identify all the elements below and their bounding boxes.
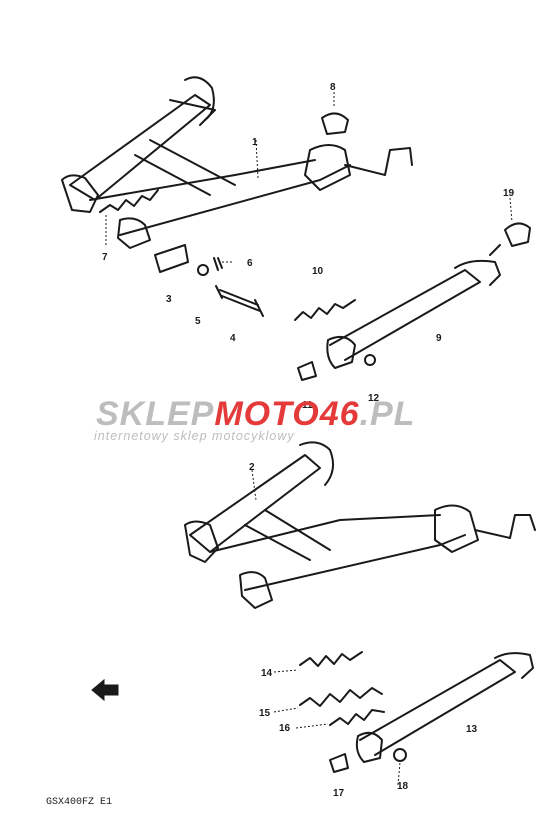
side-stand-lower: [329, 652, 534, 773]
callout-19: 19: [503, 188, 515, 199]
callout-6: 6: [247, 258, 253, 269]
callout-12: 12: [368, 393, 380, 404]
callout-4: 4: [230, 333, 236, 344]
callout-18: 18: [397, 781, 409, 792]
spring-15: [299, 687, 383, 707]
watermark-brand-suffix: .PL: [360, 395, 416, 433]
spring-14: [299, 651, 363, 667]
stopper-19: [504, 222, 531, 247]
callout-5: 5: [195, 316, 201, 327]
stand-stopper-8: [321, 112, 349, 135]
spring-10: [294, 299, 356, 321]
front-arrow-icon: [91, 678, 119, 702]
model-code: GSX400FZ E1: [46, 797, 112, 808]
callout-16: 16: [279, 723, 291, 734]
callout-17: 17: [333, 788, 345, 799]
spring-7: [99, 189, 159, 213]
callout-9: 9: [436, 333, 442, 344]
spring-16: [329, 709, 385, 726]
callout-14: 14: [261, 668, 273, 679]
callout-2: 2: [249, 462, 255, 473]
callout-7: 7: [102, 252, 108, 263]
side-stand-upper: [297, 244, 501, 381]
leader-lines: [105, 92, 513, 786]
callout-3: 3: [166, 294, 172, 305]
watermark-brand-moto: MOTO: [214, 395, 319, 433]
center-stand-upper: [61, 76, 413, 273]
pin-6: [213, 257, 223, 271]
callout-8: 8: [330, 82, 336, 93]
watermark: SKLEPMOTO46.PL internetowy sklep motocyk…: [94, 395, 415, 443]
callout-15: 15: [259, 708, 271, 719]
callout-10: 10: [312, 266, 324, 277]
watermark-brand: SKLEPMOTO46.PL: [96, 395, 415, 433]
callout-1: 1: [252, 137, 258, 148]
washer-5: [197, 264, 209, 276]
callout-11: 11: [302, 400, 313, 411]
callout-13: 13: [466, 724, 478, 735]
callout-labels: 1 8 19 7 6 10 3 5 4 9 11 12 2 14 15 16 1…: [102, 82, 515, 799]
watermark-brand-prefix: SKLEP: [96, 395, 214, 433]
center-stand-lower: [184, 441, 536, 609]
watermark-brand-number: 46: [319, 395, 360, 433]
bolt-4: [215, 285, 264, 317]
watermark-tagline: internetowy sklep motocyklowy: [94, 429, 295, 443]
